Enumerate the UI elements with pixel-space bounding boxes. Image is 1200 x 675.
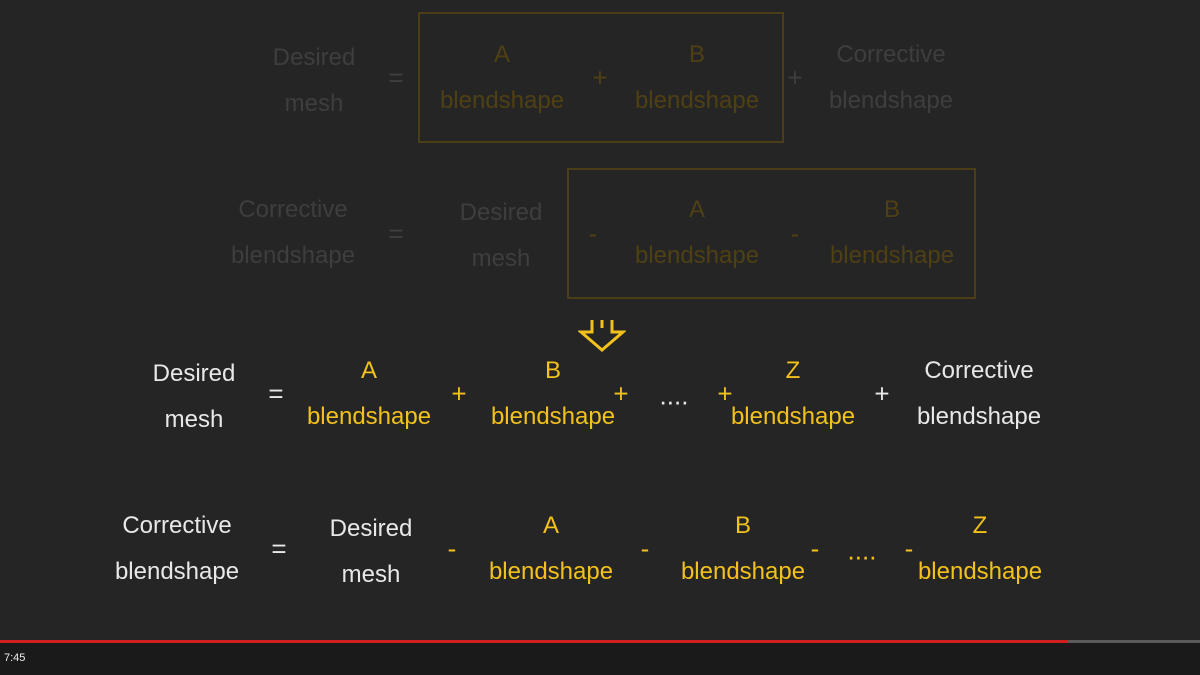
eq1-plus-2: +: [787, 62, 803, 93]
video-player-bar: 7:45: [0, 640, 1200, 675]
eq4-minus-3: -: [810, 533, 820, 564]
eq4-ellipsis: ....: [847, 535, 877, 566]
eq2-equals: =: [388, 218, 404, 249]
eq3-plus-1: +: [451, 378, 467, 409]
eq4-minus-2: -: [640, 533, 650, 564]
eq2-group-box: [567, 168, 976, 299]
eq4-minus-4: -: [904, 533, 914, 564]
eq3-plus-4: +: [874, 378, 890, 409]
eq4-minus-1: -: [447, 533, 457, 564]
down-arrow-icon: [578, 320, 626, 352]
eq2-minus-2: -: [790, 218, 800, 249]
eq1-plus-1: +: [592, 62, 608, 93]
eq2-minus-1: -: [588, 218, 598, 249]
eq1-group-box: [418, 12, 784, 143]
progress-played: [0, 640, 1068, 643]
eq3-plus-2: +: [613, 378, 629, 409]
eq3-plus-3: +: [717, 378, 733, 409]
current-time: 7:45: [4, 652, 26, 664]
progress-bar[interactable]: [0, 640, 1200, 643]
eq1-equals: =: [388, 62, 404, 93]
eq3-equals: =: [268, 378, 284, 409]
eq4-equals: =: [271, 533, 287, 564]
eq3-ellipsis: ....: [659, 380, 689, 411]
